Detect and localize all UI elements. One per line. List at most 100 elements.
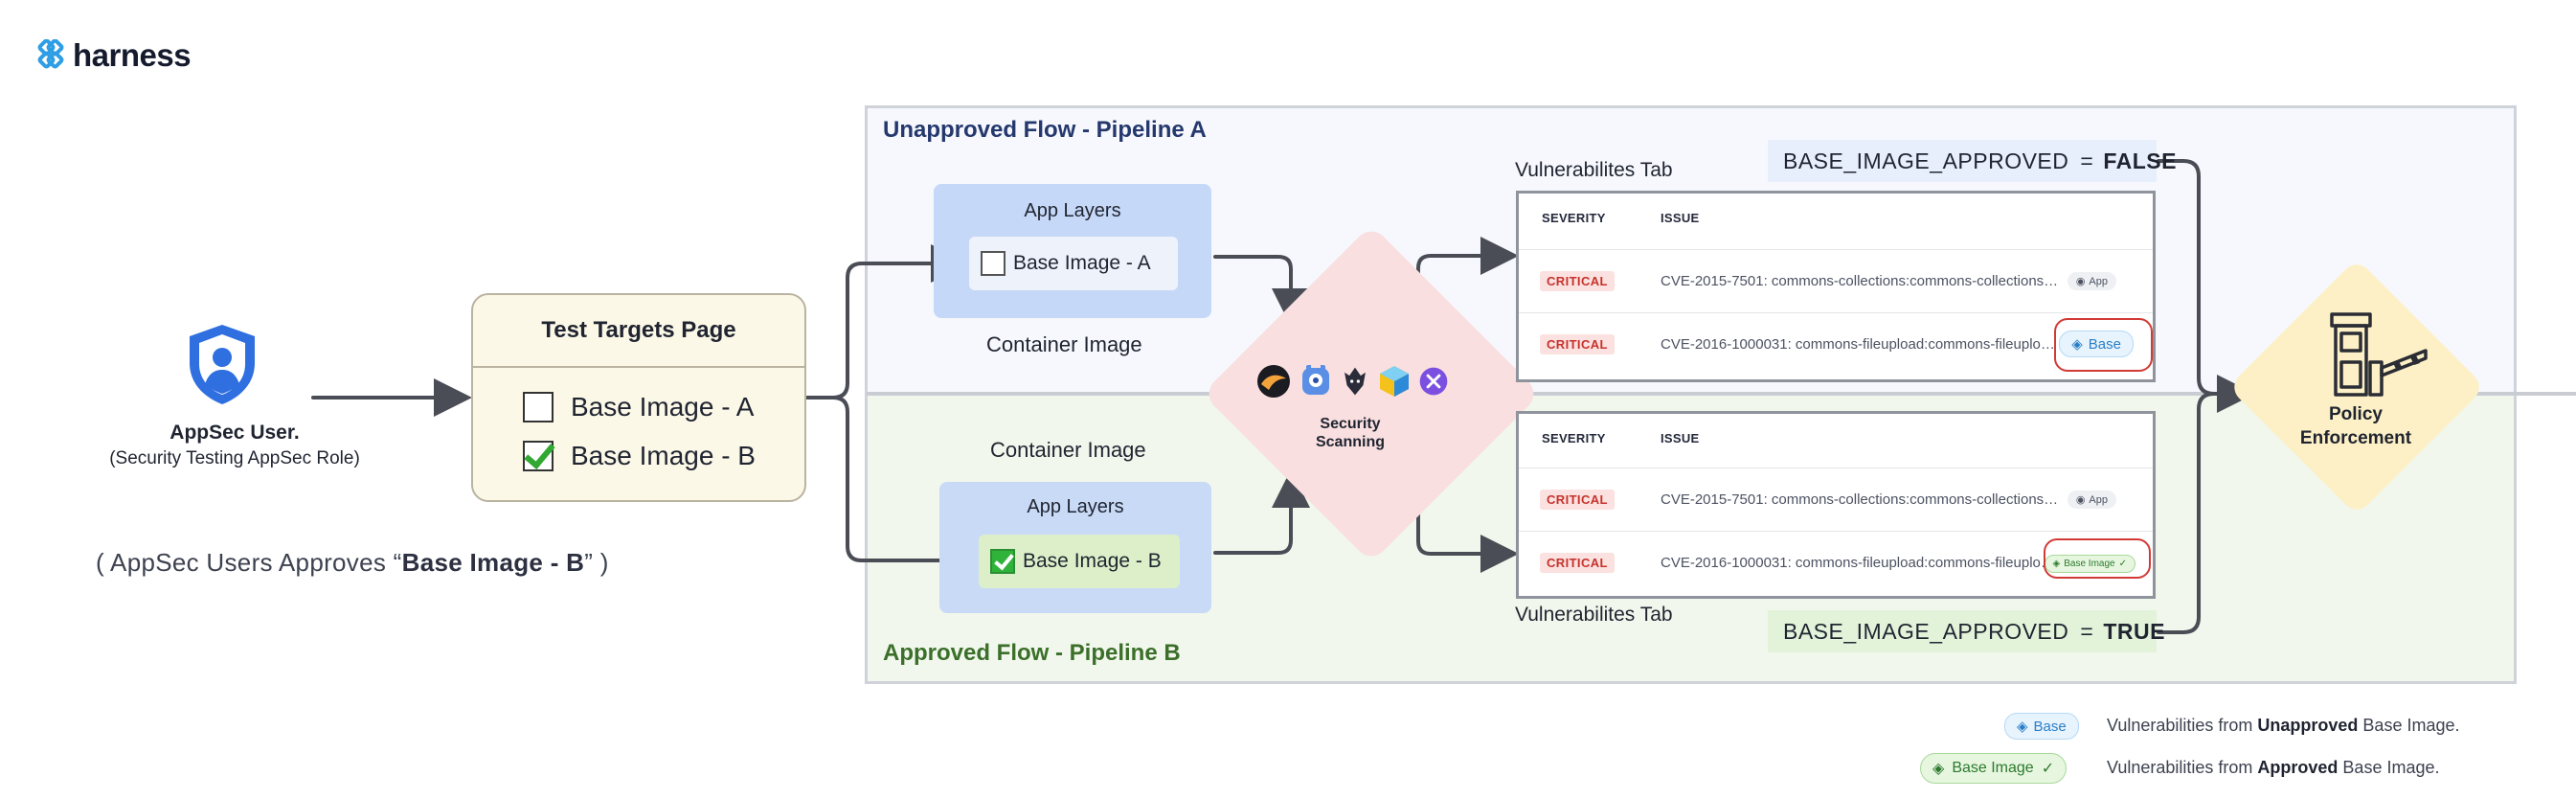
table-header: SEVERITY ISSUE <box>1519 194 2153 243</box>
severity-badge: CRITICAL <box>1540 553 1615 573</box>
issue-text: CVE-2015-7501: commons-collections:commo… <box>1661 273 2059 289</box>
scanner-tool-3-icon <box>1344 367 1366 396</box>
legend-base-text: Vulnerabilities from Unapproved Base Ima… <box>2107 716 2459 736</box>
legend-approved-tag-label: Base Image <box>1952 760 2034 776</box>
approval-note: ( AppSec Users Approves “Base Image - B”… <box>96 548 747 578</box>
flag-equals: = <box>2080 148 2094 173</box>
col-severity: SEVERITY <box>1542 431 1606 445</box>
container-image-label-b: Container Image <box>990 438 1146 462</box>
vulnerabilities-tab-label-top: Vulnerabilites Tab <box>1515 159 1673 181</box>
scanner-tool-4-icon <box>1380 366 1409 397</box>
approved-flow-title: Approved Flow - Pipeline B <box>883 640 1181 666</box>
layers-icon: ◉ <box>2075 494 2086 506</box>
legend-base-tag: ◈ Base <box>2004 713 2079 740</box>
user-role: (Security Testing AppSec Role) <box>109 448 360 468</box>
target-item-label: Base Image - A <box>571 392 755 422</box>
table-row[interactable]: CRITICAL CVE-2016-1000031: commons-fileu… <box>1519 312 2153 377</box>
base-tag: ◈ Base <box>2059 331 2134 357</box>
check-icon: ✓ <box>2118 559 2127 569</box>
test-targets-title: Test Targets Page <box>473 295 804 368</box>
table-header: SEVERITY ISSUE <box>1519 414 2153 464</box>
highlight-ring <box>2054 318 2153 372</box>
security-label-line2: Scanning <box>1315 434 1385 450</box>
table-row[interactable]: CRITICAL CVE-2015-7501: commons-collecti… <box>1519 468 2153 532</box>
checkbox-unchecked[interactable] <box>523 392 554 422</box>
issue-text: CVE-2015-7501: commons-collections:commo… <box>1661 491 2059 508</box>
target-item-label: Base Image - B <box>571 441 756 470</box>
legend-base-tag-label: Base <box>2033 718 2067 735</box>
policy-label-line2: Enforcement <box>2299 428 2412 448</box>
flag-name: BASE_IMAGE_APPROVED <box>1783 148 2069 173</box>
base-image-approved-tag: ◈Base Image✓ <box>2044 555 2135 573</box>
app-layers-title: App Layers <box>1027 496 1124 517</box>
shield-user-icon <box>190 325 255 404</box>
legend-text-bold: Approved <box>2257 758 2339 777</box>
legend-text-suffix: Base Image. <box>2338 758 2440 777</box>
security-tools <box>1255 359 1449 403</box>
check-icon: ✓ <box>2041 761 2055 777</box>
flag-value: TRUE <box>2103 618 2165 644</box>
layers-icon: ◈ <box>1932 761 1945 777</box>
flow-divider <box>867 392 2515 396</box>
flag-base-image-approved-true: BASE_IMAGE_APPROVED = TRUE <box>1768 610 2164 652</box>
logo-text: harness <box>73 37 192 73</box>
scanner-tool-5-icon <box>1419 367 1448 396</box>
approval-note-image: Base Image - B <box>401 548 585 577</box>
layers-icon: ◈ <box>2071 336 2083 353</box>
highlight-ring <box>2044 538 2151 579</box>
app-tag: ◉App <box>2067 272 2116 290</box>
checkbox-checked <box>990 549 1015 574</box>
table-row[interactable]: CRITICAL CVE-2016-1000031: commons-fileu… <box>1519 531 2153 595</box>
col-issue: ISSUE <box>1661 211 1700 225</box>
app-layers-title: App Layers <box>1024 200 1121 221</box>
harness-logo: harness <box>34 36 192 75</box>
approval-note-suffix: ” ) <box>584 548 609 577</box>
vulnerabilities-table-bottom: SEVERITY ISSUE CRITICAL CVE-2015-7501: c… <box>1516 411 2156 599</box>
vulnerabilities-tab-label-bottom: Vulnerabilites Tab <box>1515 604 1673 626</box>
base-image-label: Base Image - B <box>1023 550 1162 572</box>
base-image-label: Base Image - A <box>1013 252 1151 274</box>
col-severity: SEVERITY <box>1542 211 1606 225</box>
severity-badge: CRITICAL <box>1540 334 1615 354</box>
legend-text-suffix: Base Image. <box>2358 716 2460 735</box>
issue-text: CVE-2016-1000031: commons-fileupload:com… <box>1661 336 2063 353</box>
scanner-tool-2-icon <box>1302 365 1329 395</box>
flag-value: FALSE <box>2103 148 2177 173</box>
scanner-tool-1-icon <box>1257 365 1290 398</box>
approval-note-prefix: ( AppSec Users Approves “ <box>96 548 402 577</box>
tag-label: Base <box>2088 335 2121 353</box>
target-item-base-image-b[interactable]: Base Image - B <box>523 441 756 471</box>
severity-badge: CRITICAL <box>1540 490 1615 510</box>
test-targets-page: Test Targets Page Base Image - A Base Im… <box>471 293 806 502</box>
target-item-base-image-a[interactable]: Base Image - A <box>523 392 754 422</box>
tag-label: App <box>2089 493 2108 506</box>
checkbox-checked[interactable] <box>523 441 554 471</box>
layers-icon: ◉ <box>2075 276 2086 287</box>
layers-icon: ◈ <box>2017 719 2028 735</box>
legend-text-prefix: Vulnerabilities from <box>2107 716 2258 735</box>
flow-divider-extension <box>2515 392 2576 396</box>
flag-base-image-approved-false: BASE_IMAGE_APPROVED = FALSE <box>1768 140 2176 182</box>
flag-name: BASE_IMAGE_APPROVED <box>1783 618 2069 644</box>
security-label-line1: Security <box>1320 416 1381 432</box>
severity-badge: CRITICAL <box>1540 271 1615 291</box>
unapproved-flow-title: Unapproved Flow - Pipeline A <box>883 117 1207 143</box>
legend-text-bold: Unapproved <box>2257 716 2359 735</box>
tag-label: App <box>2089 275 2108 287</box>
flag-equals: = <box>2080 618 2094 644</box>
user-title: AppSec User. <box>169 422 300 444</box>
legend-text-prefix: Vulnerabilities from <box>2107 758 2258 777</box>
layers-icon: ◈ <box>2052 559 2061 569</box>
legend-approved-text: Vulnerabilities from Approved Base Image… <box>2107 758 2439 778</box>
vulnerabilities-table-top: SEVERITY ISSUE CRITICAL CVE-2015-7501: c… <box>1516 191 2156 382</box>
app-tag: ◉App <box>2067 491 2116 509</box>
harness-logo-icon <box>37 39 64 69</box>
issue-text: CVE-2016-1000031: commons-fileupload:com… <box>1661 555 2058 571</box>
tag-label: Base Image <box>2064 559 2115 569</box>
table-row[interactable]: CRITICAL CVE-2015-7501: commons-collecti… <box>1519 249 2153 313</box>
policy-label-line1: Policy <box>2329 404 2383 424</box>
policy-enforcement-label: Policy Enforcement <box>2279 402 2432 450</box>
legend-approved-tag: ◈ Base Image ✓ <box>1920 753 2068 784</box>
container-image-label-a: Container Image <box>986 332 1142 356</box>
